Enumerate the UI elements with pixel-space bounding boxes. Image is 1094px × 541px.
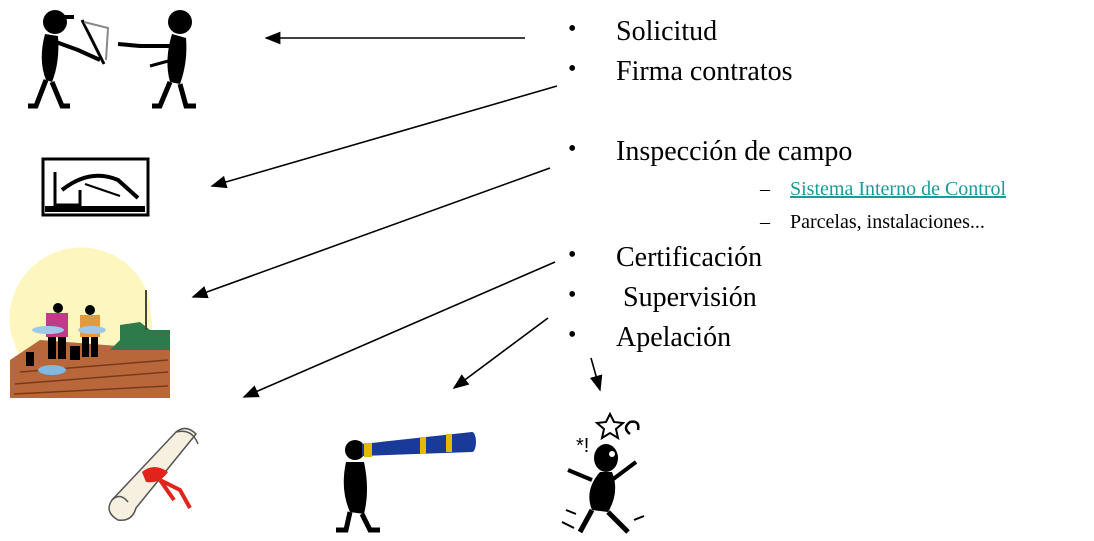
- signing-hand-icon: [41, 157, 150, 217]
- svg-text:*!: *!: [576, 435, 589, 457]
- step-label-solicitud: Solicitud: [616, 16, 718, 47]
- bullet-dot: •: [568, 56, 577, 82]
- sub-dash: –: [760, 211, 770, 233]
- handshake-people-icon: [28, 10, 196, 109]
- parcelas-label: Parcelas, instalaciones...: [790, 211, 985, 233]
- market-vendors-icon: [9, 247, 170, 398]
- arrow-apelacion: [589, 357, 603, 392]
- bullet-dot: •: [568, 282, 577, 308]
- bullet-dot: •: [568, 242, 577, 268]
- sub-dash: –: [760, 178, 770, 200]
- bullet-dot: •: [568, 136, 577, 162]
- bullet-dot: •: [568, 16, 577, 42]
- arrow-supervision: [452, 317, 549, 389]
- dizzy-person-icon: *!: [561, 411, 645, 534]
- step-label-inspeccion: Inspección de campo: [616, 136, 853, 167]
- bullet-dot: •: [568, 322, 577, 348]
- step-label-apelacion: Apelación: [616, 322, 732, 353]
- arrow-firma-contratos: [210, 85, 558, 189]
- sistema-interno-link[interactable]: Sistema Interno de Control: [790, 178, 1007, 200]
- step-label-certificacion: Certificación: [616, 242, 763, 273]
- step-label-supervision: Supervisión: [616, 282, 757, 313]
- telescope-person-icon: [336, 432, 476, 533]
- certificate-scroll-icon: [108, 427, 199, 521]
- arrows: [191, 31, 603, 398]
- arrow-certificacion: [242, 261, 556, 398]
- step-label-firma-contratos: Firma contratos: [616, 56, 793, 87]
- arrow-inspeccion: [191, 167, 551, 299]
